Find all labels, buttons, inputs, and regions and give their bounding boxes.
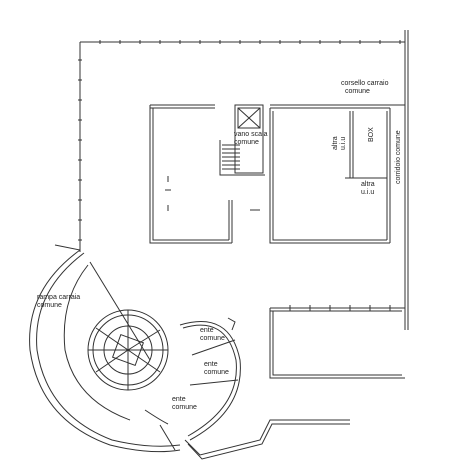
stair-core: [219, 104, 265, 176]
label-rampa-carraia: rampa carraia comune: [37, 294, 81, 309]
ente-comune-area: [179, 317, 350, 460]
label-corsello-carraio: corsello carraio comune: [341, 80, 389, 95]
label-altra-uiu-vertical: altra u.i.u: [332, 136, 347, 150]
label-ente-comune-2: ente comune: [204, 361, 229, 376]
label-corridoio-comune: corridoio comune: [395, 130, 402, 184]
label-vano-scala: vano scala comune: [234, 131, 268, 146]
property-boundary: [78, 30, 409, 330]
ramp: [29, 244, 181, 453]
label-box: BOX: [368, 127, 375, 142]
lower-right-unit: [269, 305, 405, 379]
label-ente-comune-1: ente comune: [200, 327, 225, 342]
label-altra-uiu: altra u.i.u: [361, 181, 375, 196]
building-block: [149, 104, 405, 244]
label-ente-comune-3: ente comune: [172, 396, 197, 411]
spiral-stair: [87, 309, 169, 391]
